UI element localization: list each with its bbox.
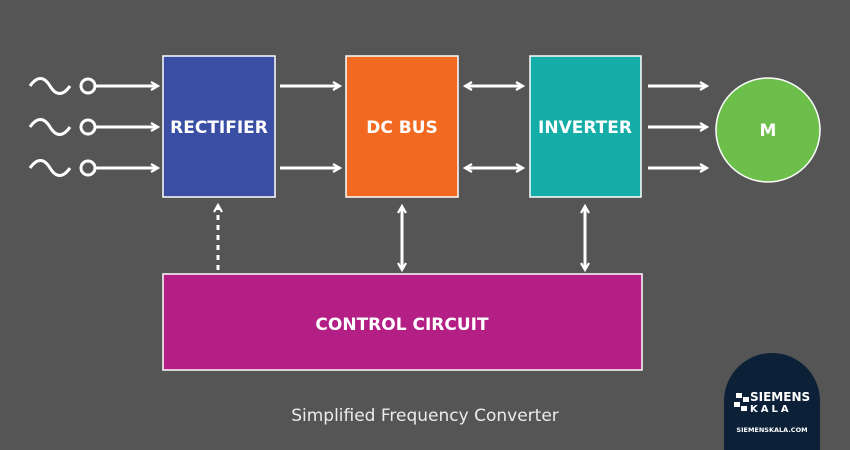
logo-mark-icon (734, 393, 749, 411)
logo-url: SIEMENSKALA.COM (736, 426, 808, 434)
sine-wave-icon (28, 118, 72, 136)
rectifier-block: RECTIFIER (162, 55, 276, 198)
dc-bus-label: DC BUS (366, 118, 438, 138)
logo-word-siemens: SIEMENS (750, 390, 811, 404)
siemenskala-logo: SIEMENS KALA SIEMENSKALA.COM (724, 353, 820, 450)
input-terminal (79, 159, 97, 177)
motor-block: M (715, 77, 821, 183)
control-circuit-label: CONTROL CIRCUIT (315, 315, 489, 335)
inverter-block: INVERTER (529, 55, 642, 198)
dc-bus-block: DC BUS (345, 55, 459, 198)
sine-wave-icon (28, 159, 72, 177)
ac-input-phase-2 (28, 118, 157, 136)
motor-label: M (760, 121, 777, 141)
sine-wave-icon (28, 77, 72, 95)
input-terminal (79, 118, 97, 136)
inverter-label: INVERTER (538, 118, 632, 138)
logo-word-kala: KALA (750, 404, 792, 415)
input-terminal (79, 77, 97, 95)
diagram-caption: Simplified Frequency Converter (291, 406, 559, 426)
ac-input-phase-3 (28, 159, 157, 177)
ac-input-phase-1 (28, 77, 157, 95)
rectifier-label: RECTIFIER (170, 118, 268, 138)
control-circuit-block: CONTROL CIRCUIT (162, 273, 643, 371)
